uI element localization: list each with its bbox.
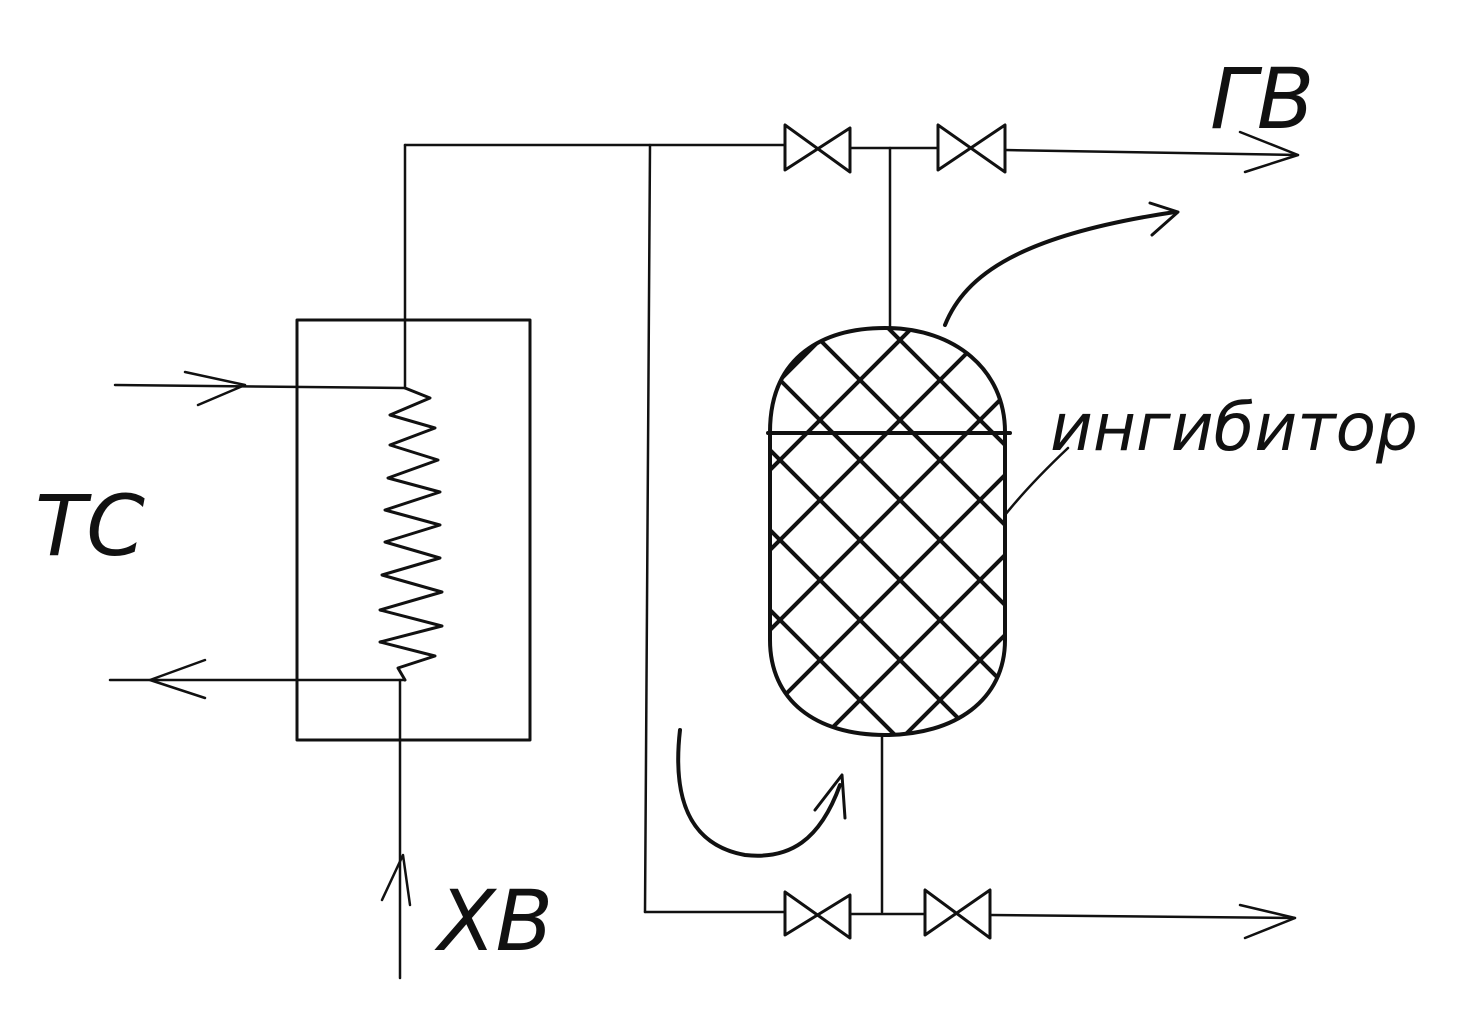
label-cold-water: ХВ: [434, 872, 553, 970]
top-valve-left: [783, 123, 852, 174]
hot-water-arrowhead: [1238, 130, 1300, 174]
cold-water-arrowhead: [380, 853, 412, 907]
heating-return-arrowhead: [148, 658, 207, 700]
heat-exchanger-body: [295, 318, 532, 742]
flow-arrow-top: [943, 210, 1177, 327]
flow-arrow-bottom-head: [813, 773, 847, 820]
heating-supply-line: [113, 383, 407, 390]
label-hot-water: ГВ: [1210, 50, 1314, 148]
label-inhibitor: ингибитор: [1050, 389, 1418, 466]
top-valve-right: [936, 123, 1007, 174]
label-heating-network: ТС: [35, 477, 145, 575]
inhibitor-vessel: [766, 326, 1012, 737]
heating-supply-arrowhead: [183, 370, 247, 407]
bottom-outlet-arrowhead: [1238, 903, 1297, 940]
bottom-valve-left: [783, 890, 852, 940]
bottom-outlet-line: [988, 913, 1297, 920]
bypass-line: [643, 143, 652, 914]
flow-arrow-top-head: [1148, 201, 1180, 237]
inhibitor-leader-line: [1003, 446, 1070, 517]
hot-water-outlet-line: [1003, 148, 1300, 157]
bottom-valve-right: [923, 888, 992, 940]
heat-exchanger-coil: [378, 386, 444, 682]
flow-arrow-bottom: [676, 728, 842, 858]
